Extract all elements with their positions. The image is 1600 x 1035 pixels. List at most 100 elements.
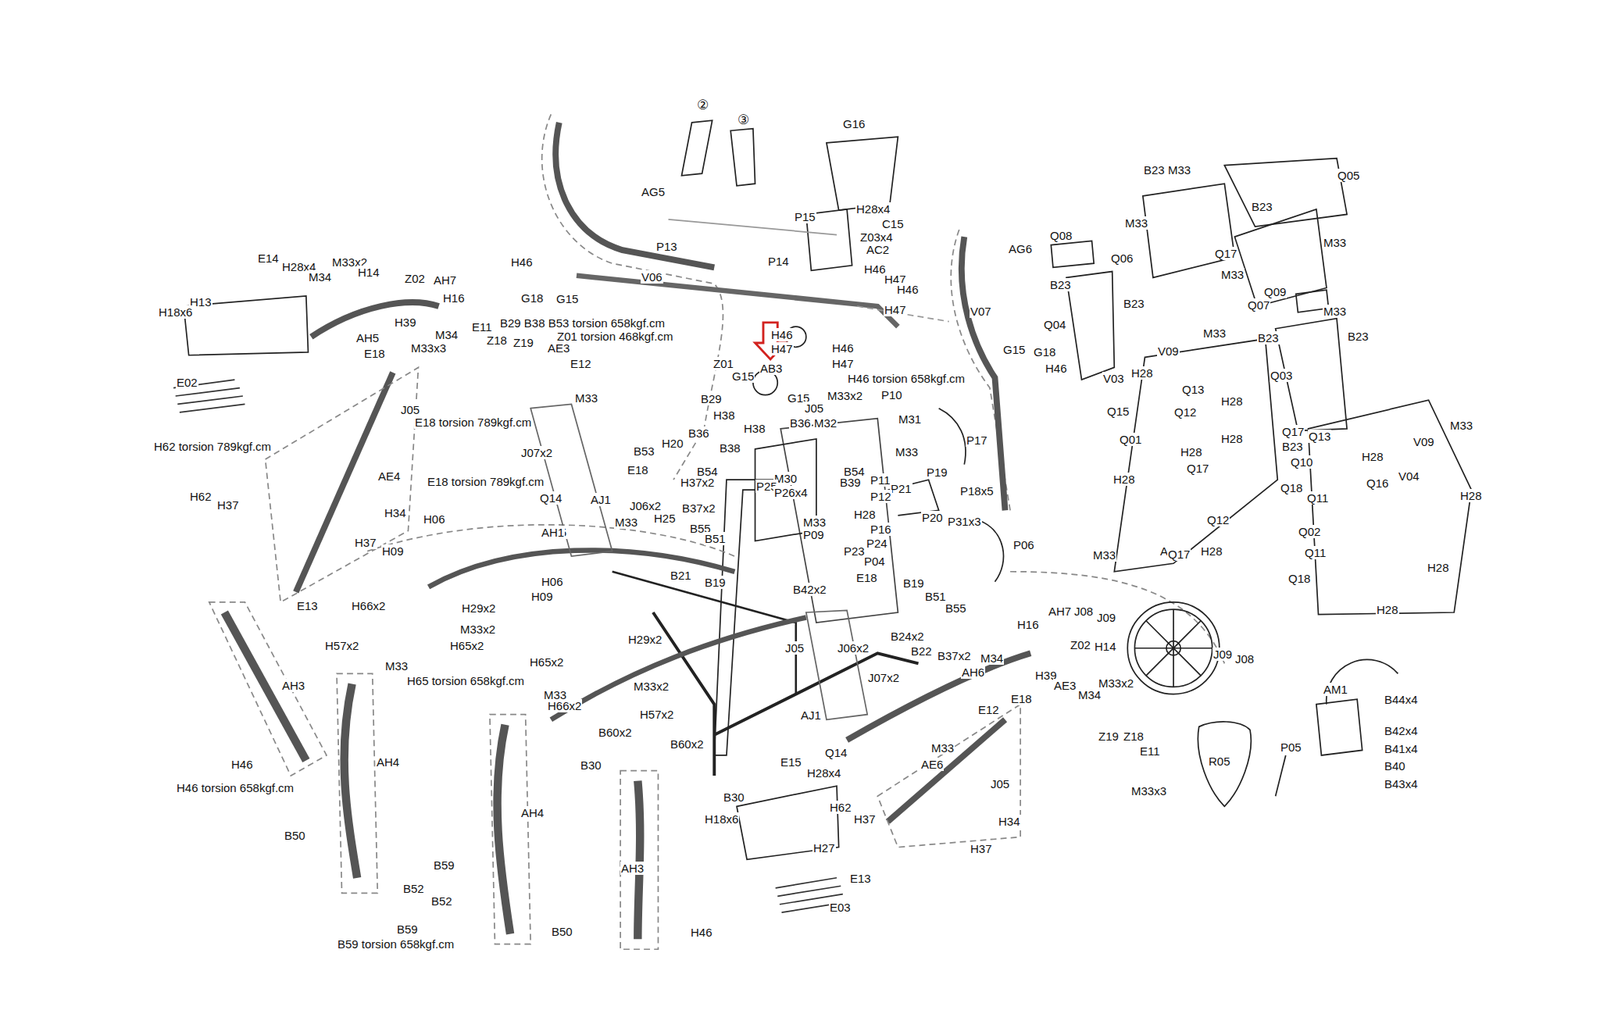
part-label: M33 — [1202, 326, 1227, 340]
part-label: Q11 — [1303, 546, 1327, 560]
part-label: H34 — [997, 814, 1022, 829]
part-label: H28 — [1112, 472, 1136, 486]
part-label: H14 — [1093, 639, 1118, 654]
part-label: H66x2 — [350, 599, 386, 613]
part-label: H18x6 — [157, 305, 193, 319]
part-label: H06 — [422, 512, 447, 526]
part-label: B23 — [1049, 278, 1072, 292]
part-label: B22 — [910, 644, 933, 658]
part-label: B36 — [789, 416, 812, 430]
part-label: B59 torsion 658kgf.cm — [336, 937, 455, 951]
part-label: M33 — [930, 741, 955, 755]
part-label: Z03x4 — [859, 230, 894, 244]
part-label: E18 — [1010, 692, 1033, 706]
part-label: B50 — [550, 925, 574, 939]
part-label: B30 — [579, 758, 603, 772]
part-label: B52 — [430, 894, 454, 908]
part-label: H57x2 — [639, 707, 675, 722]
part-label: V03 — [1102, 371, 1125, 386]
part-label: P20 — [921, 510, 944, 525]
part-label: Z01 torsion 468kgf.cm — [556, 329, 674, 343]
part-label: P14 — [767, 254, 790, 268]
part-label: E18 torsion 789kgf.cm — [426, 475, 545, 489]
part-label: P19 — [925, 465, 949, 479]
part-label: M33 — [894, 445, 919, 459]
part-label: H34 — [383, 506, 408, 520]
part-label: M32 — [813, 416, 838, 430]
part-label: AJ1 — [800, 708, 822, 722]
part-label: B44x4 — [1383, 692, 1419, 707]
part-label: H38 — [712, 408, 736, 422]
part-label: E02 — [175, 375, 199, 390]
part-label: Q15 — [1106, 404, 1130, 418]
part-label: E18 — [363, 346, 386, 361]
part-label: B23 — [1122, 296, 1146, 311]
part-label: P24 — [865, 536, 889, 550]
part-label: AE4 — [377, 469, 401, 483]
part-label: E18 torsion 789kgf.cm — [414, 415, 533, 429]
part-label: P06 — [1012, 538, 1036, 552]
part-label: P04 — [863, 554, 886, 568]
part-label: B37x2 — [936, 649, 972, 663]
part-label: E18 — [855, 571, 879, 585]
part-label: Z02 — [403, 271, 426, 286]
part-label: H62 — [189, 489, 213, 504]
part-label: Q17 — [1167, 547, 1191, 561]
part-label: H46 — [510, 255, 534, 269]
part-label: H14 — [357, 265, 381, 279]
part-label: Z19 — [512, 335, 535, 350]
part-label: M34 — [1077, 688, 1102, 702]
part-label: B39 — [839, 475, 862, 490]
part-label: M33 — [384, 659, 409, 673]
part-label: Q17 — [1214, 246, 1238, 261]
part-label: M34 — [434, 328, 459, 342]
part-label: H46 torsion 658kgf.cm — [846, 371, 966, 386]
part-label: P05 — [1279, 740, 1303, 754]
part-label: J05 — [989, 777, 1011, 791]
part-label: B51 — [924, 589, 947, 604]
part-label: H46 — [230, 757, 254, 772]
part-label: H28 — [1130, 366, 1154, 380]
part-label: H37 — [969, 842, 993, 856]
part-label: J05 — [400, 403, 421, 417]
part-label: H65x2 — [449, 639, 485, 653]
part-label: H18x6 — [703, 812, 740, 826]
part-label: P17 — [965, 433, 989, 447]
part-label: J08 — [1234, 652, 1255, 666]
part-label: AH6 — [960, 665, 986, 679]
part-label: B38 — [718, 441, 742, 455]
part-label: M33 — [614, 515, 639, 529]
part-label: G15 — [731, 369, 755, 383]
part-label: B50 — [283, 828, 307, 843]
part-label: H28 — [1200, 544, 1224, 558]
part-label: E15 — [779, 755, 803, 769]
part-label: AM1 — [1322, 682, 1349, 697]
part-label: M33 — [1322, 304, 1347, 318]
part-label: P31x3 — [946, 514, 983, 529]
part-label: B40 — [1383, 759, 1407, 773]
part-label: H37 — [353, 535, 378, 550]
part-label: Z18 — [485, 333, 508, 347]
part-label: P21 — [889, 482, 913, 496]
part-label: J07x2 — [520, 446, 554, 460]
part-label: G16 — [842, 117, 866, 131]
part-label: M33 — [1167, 163, 1192, 177]
part-label: H28x4 — [806, 766, 842, 780]
part-label: V06 — [640, 270, 664, 284]
part-label: H28x4 — [855, 202, 891, 216]
part-label: Q12 — [1173, 405, 1197, 419]
part-label: AH4 — [520, 806, 545, 820]
part-label: B59 — [396, 922, 419, 936]
part-label: ③ — [736, 113, 750, 127]
part-label: H28 — [1360, 450, 1385, 464]
part-label: M34 — [979, 651, 1004, 665]
part-label: P16 — [869, 522, 893, 536]
part-label: AJ1 — [589, 492, 612, 507]
part-label: AE3 — [1053, 678, 1077, 693]
part-label: M33 — [1220, 267, 1245, 282]
part-label: P26x4 — [773, 485, 809, 500]
part-label: Q02 — [1297, 525, 1322, 539]
part-label: H46 — [831, 341, 855, 355]
part-label: M33x2 — [632, 679, 670, 693]
part-label: Q14 — [824, 746, 848, 760]
